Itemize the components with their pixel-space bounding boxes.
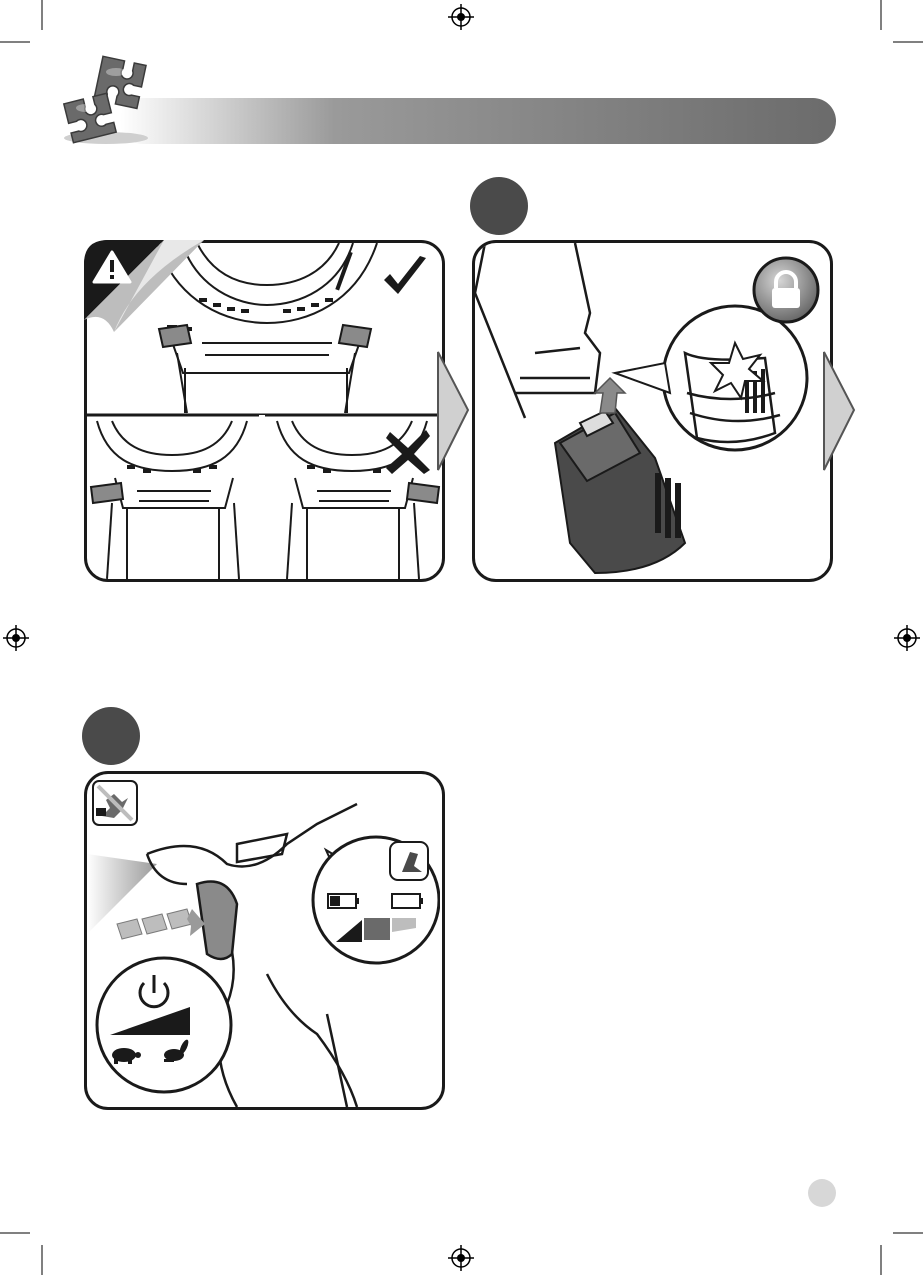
step-circle-b xyxy=(82,707,140,765)
no-hand-icon xyxy=(92,780,138,826)
puzzle-pieces-icon xyxy=(58,52,158,147)
drill-holding-icon xyxy=(390,842,428,880)
page-number-dot xyxy=(808,1179,836,1207)
speed-zoom-circle xyxy=(94,955,234,1095)
step-circle-a xyxy=(470,177,528,235)
battery-level-zoom-circle xyxy=(306,832,440,966)
battery-full-icon xyxy=(392,894,423,908)
warning-triangle-icon xyxy=(84,240,204,335)
header-banner xyxy=(120,98,836,144)
next-arrow-1 xyxy=(436,350,470,472)
lock-icon xyxy=(752,256,820,324)
check-mark-icon xyxy=(380,252,430,302)
next-arrow-2 xyxy=(822,350,856,472)
x-mark-icon xyxy=(384,428,432,476)
battery-low-icon xyxy=(328,894,359,908)
